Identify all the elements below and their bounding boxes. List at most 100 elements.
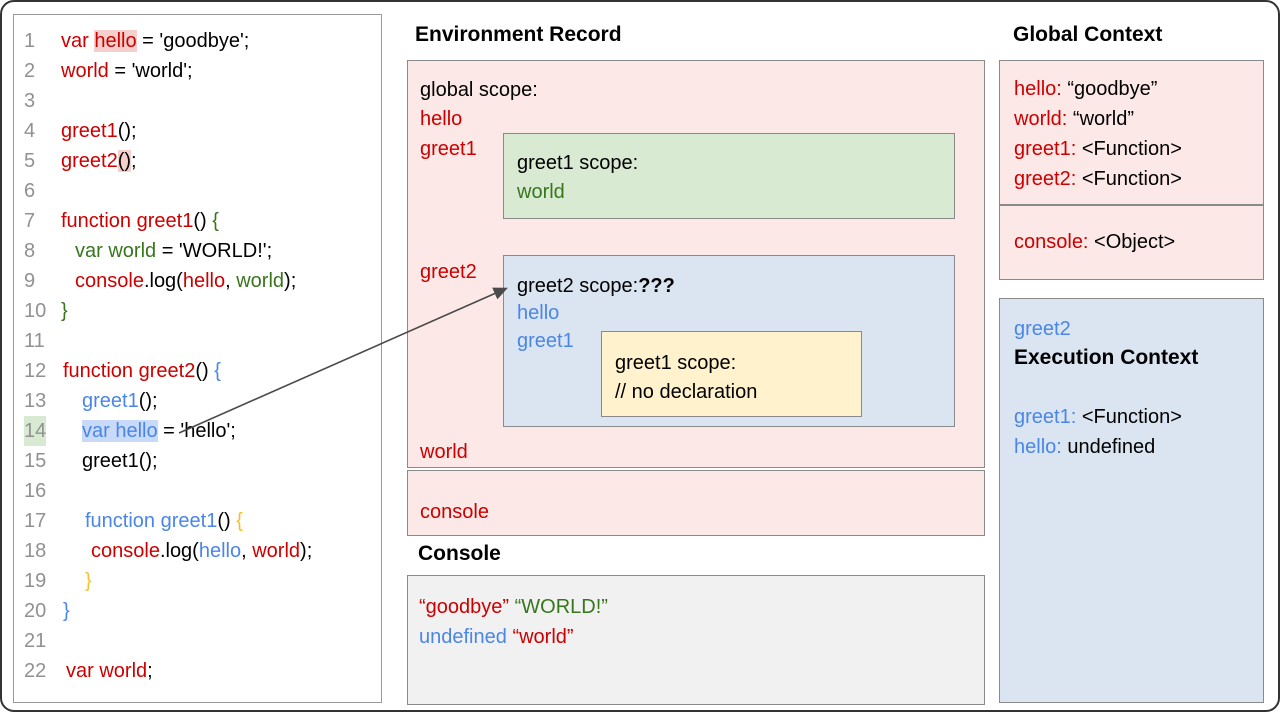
code-token: ); — [300, 540, 313, 562]
line-number: 4 — [24, 120, 36, 142]
code-token: greet1 — [82, 390, 139, 412]
code-token: } — [85, 570, 92, 592]
code-token: { — [212, 210, 219, 232]
line-number: 20 — [24, 600, 47, 622]
env-label-greet1: greet1 — [420, 138, 477, 160]
code-token: var world — [75, 240, 157, 262]
code-token: hello — [94, 30, 137, 52]
code-token: (); — [117, 120, 137, 142]
env-label-console: console — [420, 501, 489, 523]
code-token: “world” — [512, 626, 574, 648]
code-token: hello — [182, 270, 226, 292]
line-number: 7 — [24, 210, 36, 232]
line-number: 16 — [24, 480, 47, 502]
code-line: 21 — [14, 626, 381, 656]
code-text: function greet1() { — [61, 206, 219, 236]
code-line: 11 — [14, 326, 381, 356]
code-token: world: — [1014, 108, 1068, 130]
code-text: var world = 'WORLD!'; — [75, 236, 272, 266]
execution-context-heading: Execution Context — [1014, 346, 1199, 369]
code-token: greet1: — [1014, 138, 1077, 160]
code-token: .log( — [143, 270, 183, 292]
code-token: world — [61, 60, 109, 82]
code-token: undefined — [1061, 436, 1156, 458]
execution-context-box: greet2 Execution Context greet1: <Functi… — [999, 298, 1264, 703]
code-text: function greet2() { — [63, 356, 221, 386]
greet2-scope-unknown: ??? — [638, 275, 675, 297]
code-text: } — [61, 296, 68, 326]
env-label-hello: hello — [420, 108, 463, 130]
code-token: greet2 — [61, 150, 118, 172]
code-token: () — [195, 360, 215, 382]
code-token: = 'goodbye'; — [136, 30, 250, 52]
code-token: <Function> — [1076, 168, 1182, 190]
line-number: 15 — [24, 450, 47, 472]
code-token: , — [225, 270, 237, 292]
code-text: var world; — [66, 656, 153, 686]
line-number: 3 — [24, 90, 36, 112]
code-token: () — [217, 510, 237, 532]
code-token: “world” — [1067, 108, 1135, 130]
code-token: hello: — [1014, 78, 1062, 100]
code-line: 19} — [14, 566, 381, 596]
line-number: 1 — [24, 30, 36, 52]
greet2-var-hello: hello — [517, 302, 560, 324]
code-token: var — [61, 30, 95, 52]
code-token: console — [91, 540, 160, 562]
global-context-console-binding: console: <Object> — [1014, 227, 1175, 257]
code-text: greet1(); — [82, 386, 158, 416]
code-token: “WORLD!” — [514, 596, 608, 618]
code-line: 20} — [14, 596, 381, 626]
line-number: 5 — [24, 150, 36, 172]
line-number: 10 — [24, 300, 47, 322]
inner-scope-comment: // no declaration — [615, 381, 758, 403]
code-token: () — [193, 210, 213, 232]
line-number: 13 — [24, 390, 47, 412]
binding-row: hello: “goodbye” — [1014, 74, 1182, 104]
code-token: “goodbye” — [419, 596, 510, 618]
binding-row: greet2: <Function> — [1014, 164, 1182, 194]
inner-scope-title: greet1 scope: — [615, 352, 737, 374]
console-title: Console — [418, 542, 501, 565]
line-number: 19 — [24, 570, 47, 592]
code-line: 16 — [14, 476, 381, 506]
code-token: .log( — [159, 540, 199, 562]
line-number: 21 — [24, 630, 47, 652]
code-token: console: — [1014, 231, 1089, 253]
env-console-box — [407, 470, 985, 536]
environment-record-title: Environment Record — [415, 23, 622, 46]
code-line: 1 var hello = 'goodbye'; — [14, 26, 381, 56]
code-text: var hello = 'hello'; — [82, 416, 236, 446]
code-token: var world — [66, 660, 148, 682]
line-number: 11 — [24, 330, 45, 352]
global-context-console-box: console: <Object> — [999, 205, 1264, 280]
code-token: = 'hello'; — [157, 420, 236, 442]
line-number: 17 — [24, 510, 47, 532]
code-text: function greet1() { — [85, 506, 243, 536]
code-token: greet1(); — [82, 450, 158, 472]
code-text: greet2(); — [61, 146, 137, 176]
code-line: 7 function greet1() { — [14, 206, 381, 236]
code-token: function greet1 — [61, 210, 194, 232]
code-token: function greet1 — [85, 510, 218, 532]
code-token: { — [236, 510, 243, 532]
line-number: 2 — [24, 60, 36, 82]
env-label-greet2: greet2 — [420, 261, 477, 283]
code-token: “goodbye” — [1061, 78, 1158, 100]
line-number: 6 — [24, 180, 36, 202]
console-line: undefined “world” — [419, 622, 608, 652]
binding-row: world: “world” — [1014, 104, 1182, 134]
code-line: 4 greet1(); — [14, 116, 381, 146]
line-number: 12 — [24, 360, 47, 382]
code-token: greet2: — [1014, 168, 1077, 190]
line-number: 22 — [24, 660, 47, 682]
binding-row: hello: undefined — [1014, 432, 1182, 462]
global-context-bindings: hello: “goodbye”world: “world”greet1: <F… — [1014, 74, 1182, 194]
code-line: 12 function greet2() { — [14, 356, 381, 386]
code-line: 6 — [14, 176, 381, 206]
code-token: greet1 — [61, 120, 118, 142]
